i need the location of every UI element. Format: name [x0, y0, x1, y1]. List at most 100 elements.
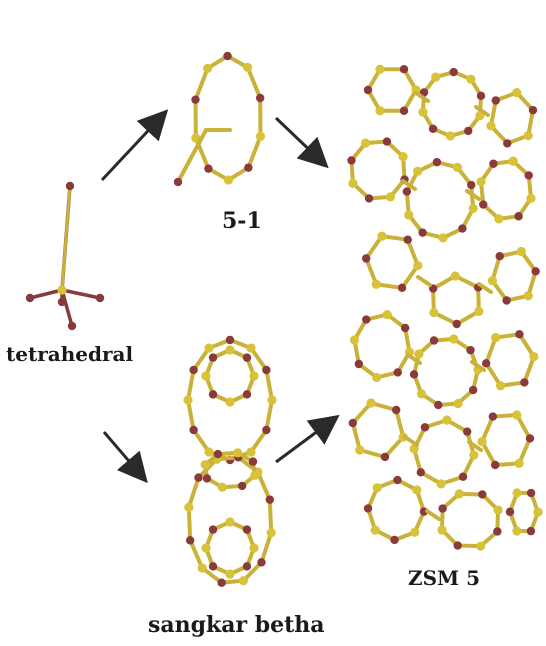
oxygen-atom [189, 426, 197, 434]
silicon-atom [477, 437, 486, 446]
silicon-atom [183, 395, 192, 404]
silicon-atom [474, 307, 483, 316]
silicon-atom [361, 139, 370, 148]
silicon-atom [453, 399, 462, 408]
silicon-atom [517, 247, 526, 256]
silicon-atom [267, 395, 276, 404]
oxygen-atom [459, 473, 467, 481]
silicon-atom [455, 489, 464, 498]
oxygen-atom [529, 106, 537, 114]
oxygen-atom [491, 461, 499, 469]
silicon-atom [184, 503, 193, 512]
oxygen-atom [174, 178, 182, 186]
silicon-atom [412, 485, 421, 494]
silicon-atom [201, 460, 210, 469]
silicon-atom [509, 157, 518, 166]
silicon-atom [496, 381, 505, 390]
oxygen-atom [453, 320, 461, 328]
silicon-atom [429, 308, 438, 317]
oxygen-atom [502, 296, 510, 304]
label-5-1: 5-1 [222, 208, 262, 234]
silicon-atom [201, 371, 210, 380]
silicon-atom [469, 204, 478, 213]
silicon-atom [446, 131, 455, 140]
arrow-5-1-to-zsm5 [276, 118, 320, 160]
silicon-atom [533, 508, 542, 517]
silicon-atom [372, 280, 381, 289]
silicon-atom [348, 179, 357, 188]
oxygen-atom [191, 95, 199, 103]
bond [62, 290, 100, 298]
label-zsm5: ZSM 5 [408, 566, 480, 590]
oxygen-atom [489, 160, 497, 168]
bond [405, 437, 417, 445]
silicon-atom [494, 214, 503, 223]
oxygen-atom [394, 368, 402, 376]
oxygen-atom [266, 495, 274, 503]
oxygen-atom [203, 474, 211, 482]
silicon-atom [246, 447, 255, 456]
sangkar-betha-structure [183, 336, 276, 587]
oxygen-atom [204, 164, 212, 172]
oxygen-atom [226, 336, 234, 344]
silicon-atom [386, 192, 395, 201]
silicon-atom [476, 177, 485, 186]
silicon-atom [355, 445, 364, 454]
oxygen-atom [347, 156, 355, 164]
oxygen-atom [469, 386, 477, 394]
oxygen-atom [418, 228, 426, 236]
oxygen-atom [506, 508, 514, 516]
oxygen-atom [434, 401, 442, 409]
bond [189, 478, 199, 508]
oxygen-atom [503, 139, 511, 147]
oxygen-atom [244, 163, 252, 171]
oxygen-atom [381, 453, 389, 461]
silicon-atom [57, 285, 66, 294]
bond [270, 500, 271, 533]
silicon-atom [512, 88, 521, 97]
oxygen-atom [243, 353, 251, 361]
bond [30, 290, 62, 298]
oxygen-atom [430, 336, 438, 344]
oxygen-atom [482, 359, 490, 367]
silicon-atom [476, 542, 485, 551]
oxygen-atom [209, 353, 217, 361]
oxygen-atom [364, 504, 372, 512]
arrow-sangkar-betha-to-zsm5 [276, 422, 330, 462]
bond [261, 533, 271, 563]
oxygen-atom [421, 423, 429, 431]
oxygen-atom [186, 536, 194, 544]
silicon-atom [404, 210, 413, 219]
silicon-atom [442, 416, 451, 425]
silicon-atom [488, 276, 497, 285]
silicon-atom [204, 447, 213, 456]
silicon-atom [198, 563, 207, 572]
silicon-atom [515, 459, 524, 468]
oxygen-atom [417, 468, 425, 476]
silicon-atom [451, 271, 460, 280]
silicon-atom [437, 525, 446, 534]
oxygen-atom [478, 490, 486, 498]
oxygen-atom [243, 390, 251, 398]
oxygen-atom [514, 212, 522, 220]
oxygen-atom [66, 182, 74, 190]
silicon-atom [225, 569, 234, 578]
silicon-atom [203, 64, 212, 73]
oxygen-atom [209, 525, 217, 533]
silicon-atom [267, 528, 276, 537]
silicon-atom [469, 451, 478, 460]
silicon-atom [431, 73, 440, 82]
oxygen-atom [429, 125, 437, 133]
silicon-atom [250, 471, 259, 480]
oxygen-atom [410, 370, 418, 378]
oxygen-atom [525, 171, 533, 179]
silicon-atom [512, 410, 521, 419]
oxygen-atom [256, 94, 264, 102]
oxygen-atom [209, 562, 217, 570]
oxygen-atom [362, 315, 370, 323]
oxygen-atom [520, 378, 528, 386]
silicon-atom [512, 488, 521, 497]
5-1-unit-structure [174, 52, 265, 186]
silicon-atom [449, 334, 458, 343]
